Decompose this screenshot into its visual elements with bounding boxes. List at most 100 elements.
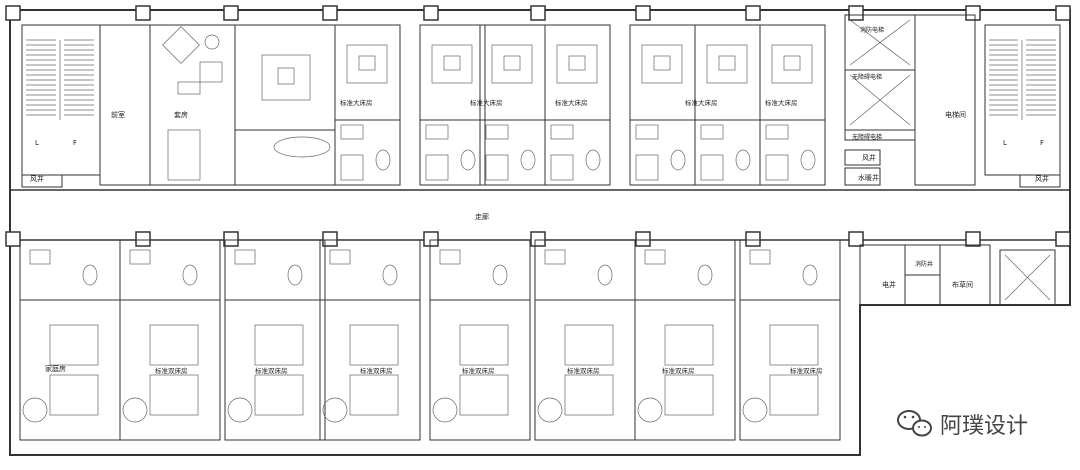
washbasin bbox=[544, 249, 566, 265]
toilet bbox=[597, 264, 613, 286]
structural-column bbox=[530, 231, 546, 247]
armchair-round bbox=[22, 397, 48, 423]
washbasin bbox=[425, 124, 449, 140]
twin-room-label: 标准双床房 bbox=[662, 366, 695, 375]
king-bed-pillow bbox=[718, 55, 736, 71]
structural-column bbox=[530, 5, 546, 21]
armchair-round bbox=[122, 397, 148, 423]
twin-bed bbox=[564, 374, 614, 416]
toilet bbox=[375, 149, 391, 171]
structural-column bbox=[965, 231, 981, 247]
twin-bed bbox=[49, 374, 99, 416]
stair-right-f: F bbox=[1040, 139, 1044, 147]
suite-bedroom bbox=[234, 24, 336, 131]
wechat-icon bbox=[897, 410, 932, 437]
armchair bbox=[199, 61, 223, 83]
washbasin bbox=[439, 249, 461, 265]
twin-bed bbox=[664, 324, 714, 366]
washbasin bbox=[234, 249, 256, 265]
toilet bbox=[697, 264, 713, 286]
bathtub bbox=[273, 136, 331, 158]
suite-room bbox=[149, 24, 236, 186]
twin-bed bbox=[149, 374, 199, 416]
front-office: 前室 bbox=[111, 110, 125, 119]
structural-column bbox=[5, 5, 21, 21]
twin-room-label: 标准双床房 bbox=[567, 366, 600, 375]
vent-right: 风井 bbox=[1035, 174, 1049, 183]
twin-room bbox=[429, 299, 531, 441]
stair-left-l: L bbox=[35, 139, 39, 147]
structural-column bbox=[745, 5, 761, 21]
washbasin bbox=[485, 124, 509, 140]
twin-room-bathroom bbox=[739, 239, 841, 301]
toilet bbox=[800, 149, 816, 171]
watermark: 阿璞设计 bbox=[897, 410, 1028, 439]
accessible-elevator-b: 无障碍电梯 bbox=[852, 133, 882, 141]
twin-room-bathroom bbox=[119, 239, 221, 301]
structural-column bbox=[848, 231, 864, 247]
shower bbox=[700, 154, 724, 181]
twin-room bbox=[319, 299, 421, 441]
vent-core: 风井 bbox=[862, 153, 876, 162]
washbasin bbox=[129, 249, 151, 265]
twin-room-bathroom bbox=[224, 239, 326, 301]
king-room-bathroom bbox=[694, 119, 761, 186]
structural-column bbox=[745, 231, 761, 247]
king-bed bbox=[706, 44, 748, 84]
king-bed bbox=[771, 44, 813, 84]
washbasin bbox=[340, 124, 364, 140]
king-bed-pillow bbox=[443, 55, 461, 71]
king-bed-pillow bbox=[783, 55, 801, 71]
water-shaft-box bbox=[844, 167, 881, 186]
twin-bed bbox=[769, 324, 819, 366]
king-bed-pillow bbox=[503, 55, 521, 71]
armchair-round bbox=[227, 397, 253, 423]
accessible-elevator-a: 无障碍电梯 bbox=[852, 73, 882, 81]
structural-column bbox=[423, 5, 439, 21]
king-bed bbox=[431, 44, 473, 84]
twin-bed bbox=[769, 374, 819, 416]
front-office-room bbox=[99, 24, 151, 186]
twin-room-bathroom bbox=[534, 239, 636, 301]
water-shaft: 水暖井 bbox=[858, 173, 879, 182]
sofa bbox=[177, 81, 201, 95]
suite-bathroom bbox=[234, 129, 336, 186]
stair-left-f: F bbox=[73, 139, 77, 147]
king-room-label: 标准大床房 bbox=[555, 98, 588, 107]
plan-walls bbox=[5, 5, 1071, 456]
king-bed-pillow bbox=[568, 55, 586, 71]
toilet bbox=[382, 264, 398, 286]
plan-labels: L F 风井 前室 套房 消防电梯 无障碍电梯 无障碍电梯 电梯间 风井 水暖井… bbox=[30, 26, 1049, 373]
vent-core-box bbox=[844, 149, 881, 166]
twin-room-bathroom bbox=[319, 239, 421, 301]
structural-column bbox=[1055, 5, 1071, 21]
toilet bbox=[670, 149, 686, 171]
king-room-bathroom bbox=[419, 119, 486, 186]
king-room-bathroom bbox=[544, 119, 611, 186]
structural-column bbox=[423, 231, 439, 247]
room-type-labels: 标准大床房标准大床房标准大床房标准大床房标准大床房标准双床房标准双床房标准双床房… bbox=[155, 98, 823, 375]
toilet bbox=[802, 264, 818, 286]
toilet bbox=[585, 149, 601, 171]
twin-bed bbox=[459, 374, 509, 416]
king-room-bathroom bbox=[334, 119, 401, 186]
watermark-text: 阿璞设计 bbox=[940, 414, 1028, 439]
twin-room bbox=[634, 299, 736, 441]
toilet bbox=[460, 149, 476, 171]
twin-bed bbox=[49, 324, 99, 366]
king-bed-pillow bbox=[653, 55, 671, 71]
twin-bed bbox=[149, 324, 199, 366]
king-bed bbox=[346, 44, 388, 84]
shower bbox=[425, 154, 449, 181]
twin-bed bbox=[664, 374, 714, 416]
twin-room bbox=[739, 299, 841, 441]
shower bbox=[485, 154, 509, 181]
corridor: 走廊 bbox=[475, 212, 489, 221]
armchair-round bbox=[537, 397, 563, 423]
king-room-label: 标准大床房 bbox=[765, 98, 798, 107]
king-bed-pillow bbox=[358, 55, 376, 71]
twin-room-label: 标准双床房 bbox=[462, 366, 495, 375]
twin-bed bbox=[564, 324, 614, 366]
twin-room-bathroom bbox=[429, 239, 531, 301]
